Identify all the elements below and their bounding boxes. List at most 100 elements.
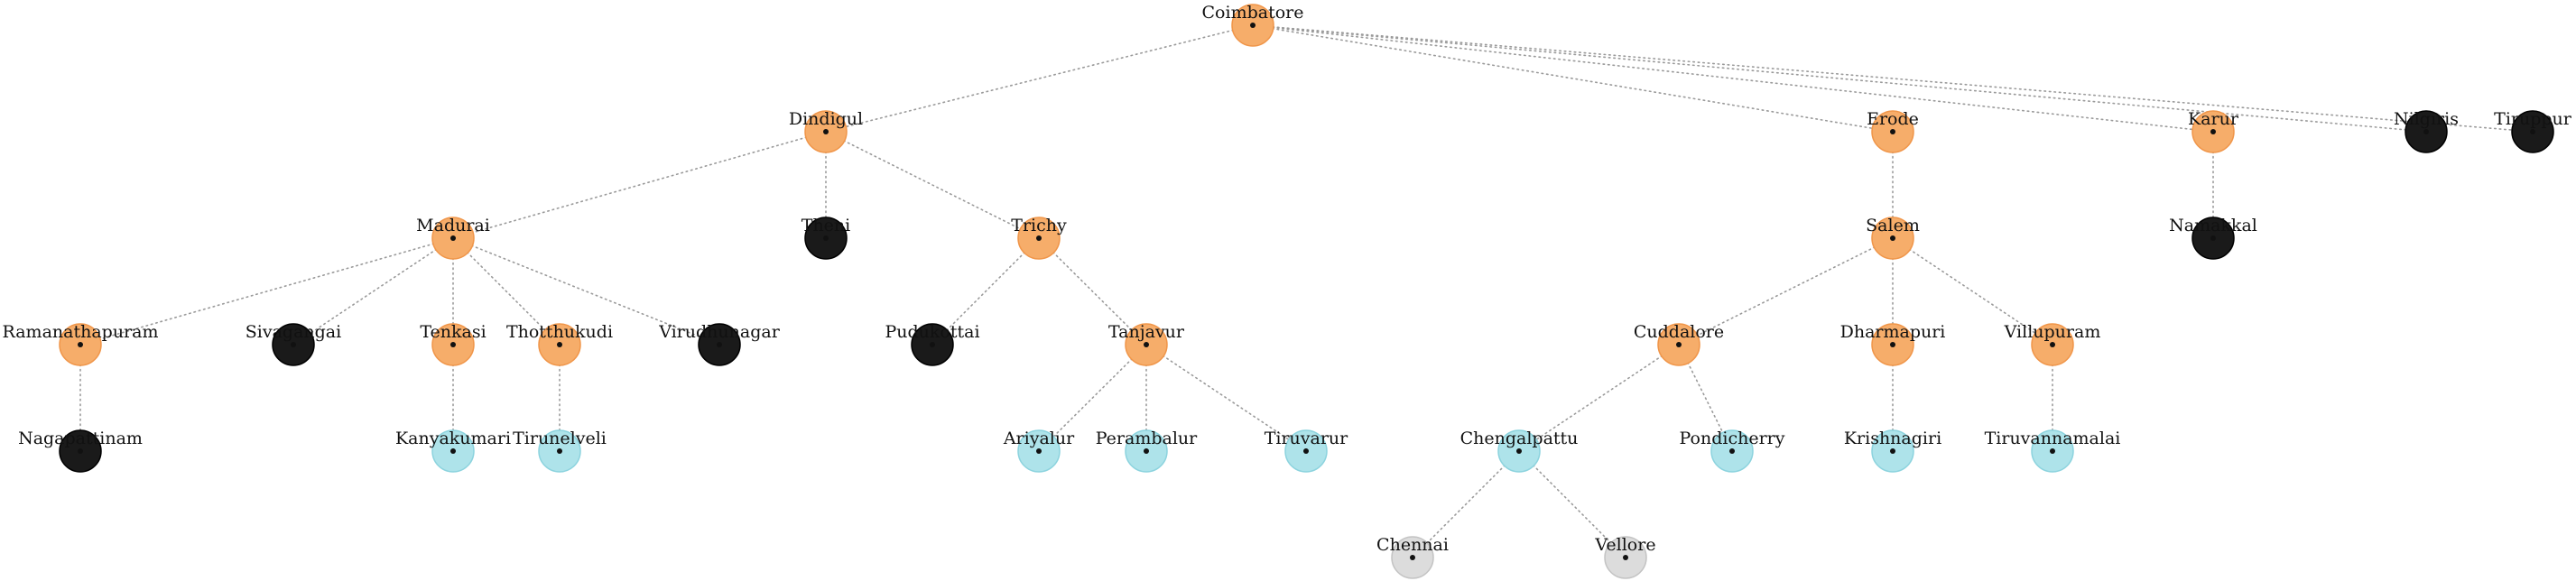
edge-chengalpattu-vellore: [1518, 450, 1626, 558]
node-namakkal: Namakkal: [2169, 216, 2257, 260]
node-dot-perambalur: [1144, 448, 1149, 454]
node-ariyalur: Ariyalur: [1003, 429, 1075, 473]
edge-tanjavur-tiruvarur: [1145, 344, 1307, 452]
edge-dindigul-trichy: [825, 131, 1040, 239]
node-label-sivagangai: Sivagangai: [246, 322, 341, 342]
node-label-villupuram: Villupuram: [2004, 322, 2101, 342]
node-cuddalore: Cuddalore: [1634, 322, 1724, 366]
node-dot-tirunelveli: [557, 448, 562, 454]
edge-coimbatore-nilgiris: [1252, 24, 2427, 133]
edge-chengalpattu-chennai: [1412, 450, 1520, 558]
node-krishnagiri: Krishnagiri: [1844, 429, 1941, 473]
edge-salem-villupuram: [1892, 237, 2053, 346]
edge-coimbatore-dindigul: [825, 24, 1254, 133]
node-label-dharmapuri: Dharmapuri: [1840, 322, 1946, 342]
edge-coimbatore-tiruppur: [1252, 24, 2534, 133]
node-dindigul: Dindigul: [789, 109, 863, 153]
node-villupuram: Villupuram: [2004, 322, 2101, 366]
node-karur: Karur: [2188, 109, 2239, 153]
node-label-vellore: Vellore: [1594, 535, 1655, 555]
node-ramanathapuram: Ramanathapuram: [2, 322, 159, 366]
node-kanyakumari: Kanyakumari: [395, 429, 511, 473]
node-dot-salem: [1890, 235, 1895, 241]
node-coimbatore: Coimbatore: [1202, 3, 1304, 47]
node-label-pudukottai: Pudukottai: [885, 322, 979, 342]
node-label-coimbatore: Coimbatore: [1202, 3, 1304, 23]
node-tiruppur: Tiruppur: [2494, 109, 2572, 153]
node-tiruvarur: Tiruvarur: [1265, 429, 1348, 473]
node-sivagangai: Sivagangai: [246, 322, 341, 366]
node-tenkasi: Tenkasi: [420, 322, 486, 366]
node-erode: Erode: [1867, 109, 1919, 153]
node-label-kanyakumari: Kanyakumari: [395, 429, 511, 448]
node-dot-dindigul: [823, 129, 829, 134]
edge-cuddalore-chengalpattu: [1518, 344, 1680, 452]
edges-layer: [79, 24, 2534, 558]
node-dot-villupuram: [2050, 342, 2055, 347]
node-label-chennai: Chennai: [1376, 535, 1449, 555]
node-trichy: Trichy: [1011, 216, 1067, 260]
node-label-cuddalore: Cuddalore: [1634, 322, 1724, 342]
edge-dindigul-madurai: [452, 131, 827, 239]
node-dot-karur: [2210, 129, 2216, 134]
node-dot-chengalpattu: [1516, 448, 1522, 454]
node-dot-pudukottai: [930, 342, 935, 347]
node-label-tirunelveli: Tirunelveli: [513, 429, 607, 448]
node-dot-virudhunagar: [717, 342, 722, 347]
node-tanjavur: Tanjavur: [1108, 322, 1185, 366]
edge-coimbatore-erode: [1252, 24, 1894, 133]
node-label-tiruvannamalai: Tiruvannamalai: [1985, 429, 2121, 448]
node-dot-tiruvarur: [1303, 448, 1309, 454]
node-dot-tiruvannamalai: [2050, 448, 2055, 454]
node-label-krishnagiri: Krishnagiri: [1844, 429, 1941, 448]
edge-salem-cuddalore: [1678, 237, 1894, 346]
node-dot-dharmapuri: [1890, 342, 1895, 347]
node-madurai: Madurai: [416, 216, 490, 260]
node-dot-pondicherry: [1729, 448, 1735, 454]
node-label-erode: Erode: [1867, 109, 1919, 129]
node-dot-tiruppur: [2530, 129, 2535, 134]
node-dot-chennai: [1410, 555, 1415, 560]
node-dot-erode: [1890, 129, 1895, 134]
node-label-ariyalur: Ariyalur: [1003, 429, 1075, 448]
edge-trichy-pudukottai: [931, 237, 1040, 346]
node-tiruvannamalai: Tiruvannamalai: [1985, 429, 2121, 473]
node-dot-sivagangai: [291, 342, 296, 347]
node-label-theni: Theni: [802, 216, 850, 235]
edge-madurai-virudhunagar: [452, 237, 720, 346]
node-dot-ariyalur: [1036, 448, 1042, 454]
node-label-trichy: Trichy: [1011, 216, 1067, 235]
node-label-tiruppur: Tiruppur: [2494, 109, 2572, 129]
node-dot-nagapattinam: [78, 448, 83, 454]
node-label-tanjavur: Tanjavur: [1108, 322, 1185, 342]
node-dot-vellore: [1623, 555, 1628, 560]
node-label-madurai: Madurai: [416, 216, 490, 235]
node-dot-kanyakumari: [450, 448, 456, 454]
node-dot-tenkasi: [450, 342, 456, 347]
node-dharmapuri: Dharmapuri: [1840, 322, 1946, 366]
node-label-karur: Karur: [2188, 109, 2239, 129]
node-perambalur: Perambalur: [1096, 429, 1198, 473]
edge-coimbatore-karur: [1252, 24, 2214, 133]
node-label-pondicherry: Pondicherry: [1680, 429, 1785, 448]
edge-madurai-ramanathapuram: [79, 237, 454, 346]
node-tirunelveli: Tirunelveli: [513, 429, 607, 473]
edge-madurai-sivagangai: [292, 237, 454, 346]
node-label-nilgiris: Nilgiris: [2394, 109, 2459, 129]
node-label-ramanathapuram: Ramanathapuram: [2, 322, 158, 342]
node-dot-namakkal: [2210, 235, 2216, 241]
node-label-virudhunagar: Virudhunagar: [658, 322, 780, 342]
node-label-chengalpattu: Chengalpattu: [1460, 429, 1579, 448]
node-label-dindigul: Dindigul: [789, 109, 863, 129]
node-dot-trichy: [1036, 235, 1042, 241]
node-vellore: Vellore: [1594, 535, 1656, 579]
node-dot-krishnagiri: [1890, 448, 1895, 454]
node-label-tiruvarur: Tiruvarur: [1265, 429, 1348, 448]
node-label-tenkasi: Tenkasi: [420, 322, 486, 342]
node-dot-cuddalore: [1676, 342, 1682, 347]
node-dot-coimbatore: [1250, 23, 1256, 28]
edge-trichy-tanjavur: [1038, 237, 1147, 346]
node-dot-tanjavur: [1144, 342, 1149, 347]
